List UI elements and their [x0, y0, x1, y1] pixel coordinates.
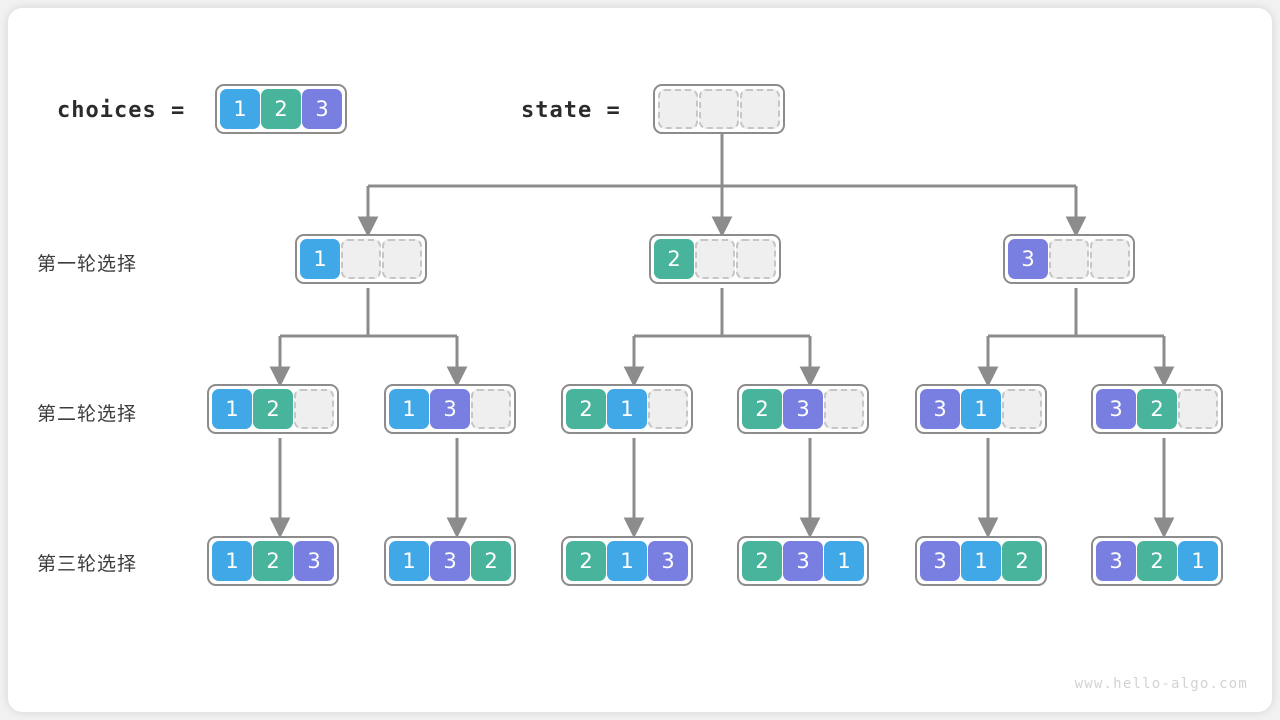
- array-cell-empty: [699, 89, 739, 129]
- array-cell-filled: 2: [253, 389, 293, 429]
- array-cell-empty: [740, 89, 780, 129]
- array-cell-filled: 2: [471, 541, 511, 581]
- state-label: state =: [521, 98, 621, 123]
- array-cell-filled: 3: [430, 541, 470, 581]
- array-cell-filled: 2: [1137, 541, 1177, 581]
- array-cell-filled: 3: [648, 541, 688, 581]
- array-cell-filled: 3: [920, 389, 960, 429]
- level1-node-2: 2: [649, 234, 781, 284]
- array-cell-filled: 1: [1178, 541, 1218, 581]
- row-label-round-3: 第三轮选择: [37, 553, 138, 575]
- array-cell-empty: [648, 389, 688, 429]
- array-cell-filled: 1: [607, 389, 647, 429]
- array-cell-empty: [1002, 389, 1042, 429]
- array-cell-filled: 3: [920, 541, 960, 581]
- level1-node-3: 3: [1003, 234, 1135, 284]
- array-cell-filled: 1: [212, 541, 252, 581]
- array-cell-filled: 3: [294, 541, 334, 581]
- array-cell-filled: 1: [824, 541, 864, 581]
- array-cell-empty: [1090, 239, 1130, 279]
- array-cell-filled: 1: [607, 541, 647, 581]
- diagram-card: [8, 8, 1272, 712]
- array-cell-empty: [824, 389, 864, 429]
- array-cell-filled: 2: [261, 89, 301, 129]
- array-cell-filled: 3: [1096, 389, 1136, 429]
- array-cell-filled: 2: [1137, 389, 1177, 429]
- array-cell-filled: 1: [220, 89, 260, 129]
- array-cell-filled: 3: [783, 541, 823, 581]
- array-cell-empty: [1049, 239, 1089, 279]
- array-cell-filled: 3: [430, 389, 470, 429]
- array-cell-empty: [341, 239, 381, 279]
- array-cell-filled: 1: [961, 389, 1001, 429]
- array-cell-filled: 2: [742, 541, 782, 581]
- watermark: www.hello-algo.com: [1074, 676, 1248, 692]
- array-cell-filled: 1: [300, 239, 340, 279]
- row-label-round-1: 第一轮选择: [37, 253, 138, 275]
- array-cell-filled: 1: [961, 541, 1001, 581]
- array-cell-filled: 2: [566, 541, 606, 581]
- row-label-round-2: 第二轮选择: [37, 403, 138, 425]
- state-array: [653, 84, 785, 134]
- array-cell-filled: 3: [1096, 541, 1136, 581]
- array-cell-filled: 1: [389, 389, 429, 429]
- level1-node-1: 1: [295, 234, 427, 284]
- array-cell-empty: [736, 239, 776, 279]
- array-cell-empty: [471, 389, 511, 429]
- array-cell-filled: 3: [302, 89, 342, 129]
- array-cell-empty: [1178, 389, 1218, 429]
- array-cell-filled: 2: [566, 389, 606, 429]
- array-cell-filled: 2: [253, 541, 293, 581]
- array-cell-empty: [695, 239, 735, 279]
- array-cell-filled: 3: [1008, 239, 1048, 279]
- choices-label: choices =: [57, 98, 186, 123]
- array-cell-filled: 1: [212, 389, 252, 429]
- array-cell-filled: 2: [654, 239, 694, 279]
- array-cell-empty: [294, 389, 334, 429]
- array-cell-filled: 2: [1002, 541, 1042, 581]
- array-cell-filled: 1: [389, 541, 429, 581]
- array-cell-filled: 2: [742, 389, 782, 429]
- array-cell-empty: [382, 239, 422, 279]
- array-cell-filled: 3: [783, 389, 823, 429]
- array-cell-empty: [658, 89, 698, 129]
